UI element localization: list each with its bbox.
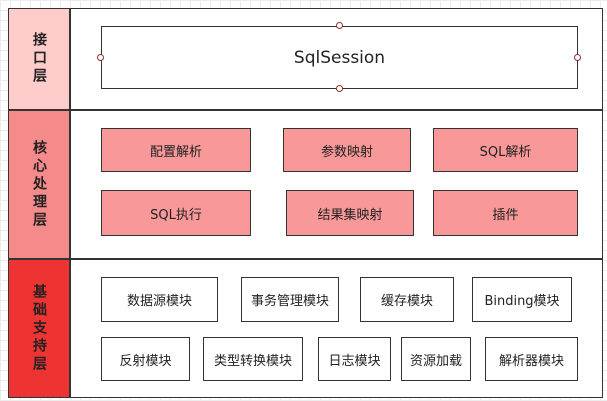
support-module-label: 类型转换模块 <box>213 353 292 369</box>
support-layer-title: 基础支持层 <box>31 283 47 374</box>
interface-layer-title: 接口层 <box>31 32 47 86</box>
support-module-transaction[interactable]: 事务管理模块 <box>241 277 339 322</box>
support-module-label: 数据源模块 <box>126 294 192 309</box>
core-module-label: SQL解析 <box>479 144 532 160</box>
core-module-label: 参数映射 <box>320 144 373 160</box>
support-module-label: 事务管理模块 <box>250 294 329 309</box>
support-module-label: 缓存模块 <box>380 294 433 309</box>
support-module-resource-loading[interactable]: 资源加载 <box>401 337 471 381</box>
sqlsession-box[interactable]: SqlSession <box>101 26 578 89</box>
core-layer-label: 核心处理层 <box>8 110 70 259</box>
core-module-plugin[interactable]: 插件 <box>433 190 578 236</box>
connection-handle-left[interactable] <box>97 54 104 61</box>
support-module-datasource[interactable]: 数据源模块 <box>101 277 218 322</box>
core-module-parameter-mapping[interactable]: 参数映射 <box>283 128 411 172</box>
core-module-sql-execution[interactable]: SQL执行 <box>101 190 251 236</box>
support-module-label: Binding模块 <box>484 294 560 309</box>
sqlsession-label: SqlSession <box>293 47 386 68</box>
support-module-label: 解析器模块 <box>498 353 564 369</box>
core-module-config-parsing[interactable]: 配置解析 <box>101 128 251 172</box>
core-module-label: 配置解析 <box>149 144 202 160</box>
core-module-label: 插件 <box>492 207 519 223</box>
support-module-label: 日志模块 <box>328 353 381 369</box>
support-module-type-conversion[interactable]: 类型转换模块 <box>203 337 303 381</box>
connection-handle-right[interactable] <box>574 54 581 61</box>
support-layer-label: 基础支持层 <box>8 259 70 398</box>
core-module-resultset-mapping[interactable]: 结果集映射 <box>286 190 414 236</box>
support-module-cache[interactable]: 缓存模块 <box>360 277 454 322</box>
support-module-reflection[interactable]: 反射模块 <box>101 337 190 381</box>
support-module-binding[interactable]: Binding模块 <box>472 277 572 322</box>
core-module-label: SQL执行 <box>150 207 202 223</box>
connection-handle-bottom[interactable] <box>336 85 343 92</box>
support-module-parser[interactable]: 解析器模块 <box>485 337 578 381</box>
core-module-sql-parsing[interactable]: SQL解析 <box>433 128 578 172</box>
core-module-label: 结果集映射 <box>317 207 383 223</box>
support-module-logging[interactable]: 日志模块 <box>318 337 391 381</box>
core-layer-title: 核心处理层 <box>31 139 47 230</box>
connection-handle-top[interactable] <box>336 22 343 29</box>
interface-layer-label: 接口层 <box>8 8 70 110</box>
support-module-label: 反射模块 <box>119 353 172 369</box>
support-module-label: 资源加载 <box>409 353 462 369</box>
